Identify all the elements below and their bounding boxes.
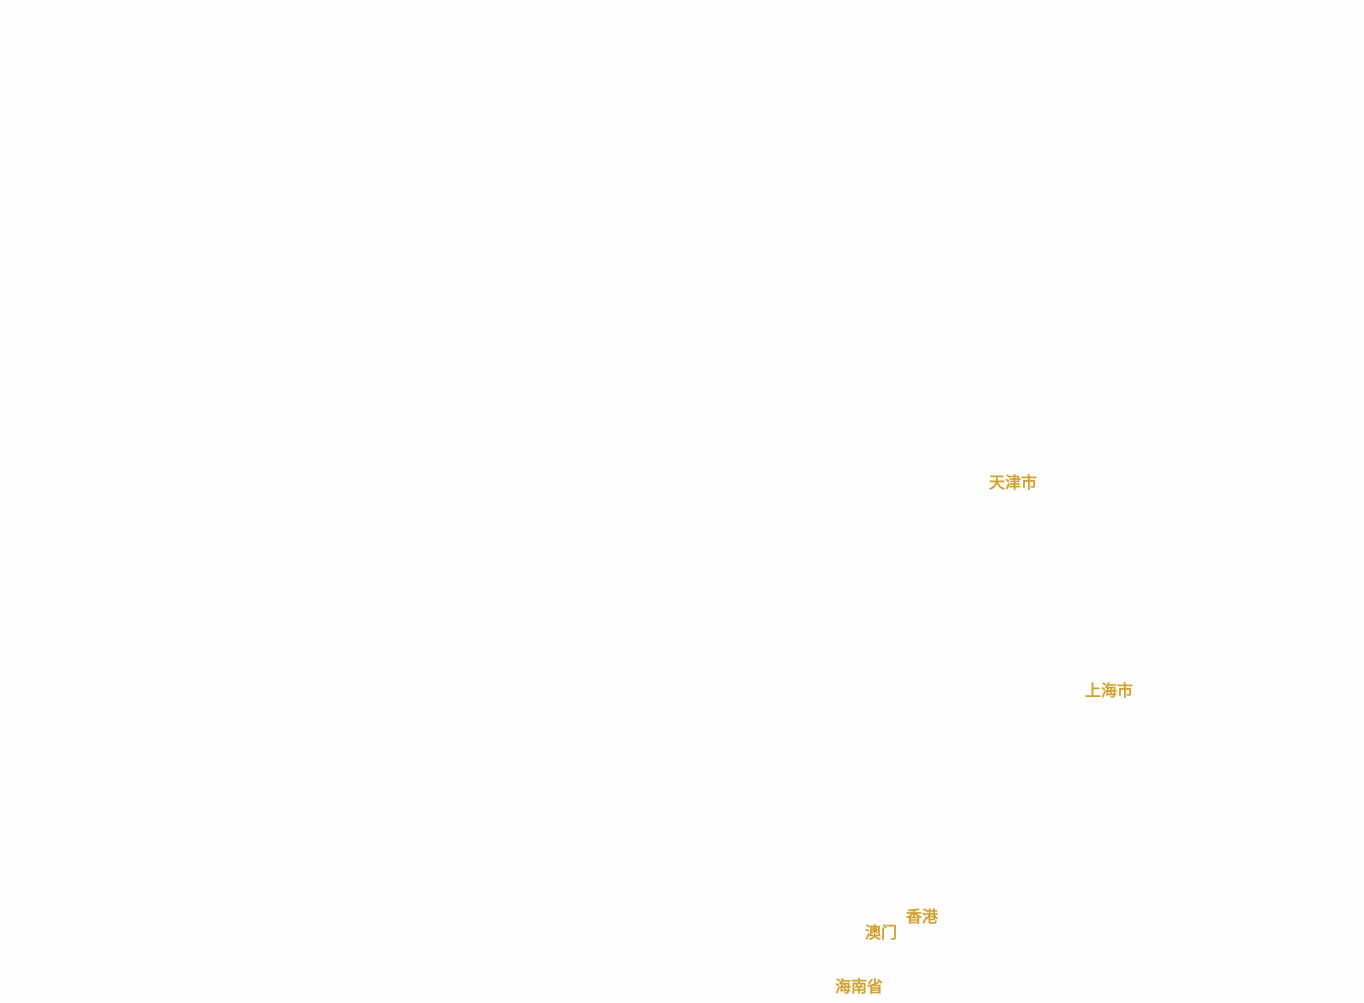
region-label-macau[interactable]: 澳门 <box>865 923 898 942</box>
region-label-tianjin[interactable]: 天津市 <box>989 473 1038 492</box>
region-label-shanghai[interactable]: 上海市 <box>1085 681 1134 700</box>
region-label-hainan[interactable]: 海南省 <box>835 977 884 996</box>
region-label-hongkong[interactable]: 香港 <box>906 907 939 926</box>
